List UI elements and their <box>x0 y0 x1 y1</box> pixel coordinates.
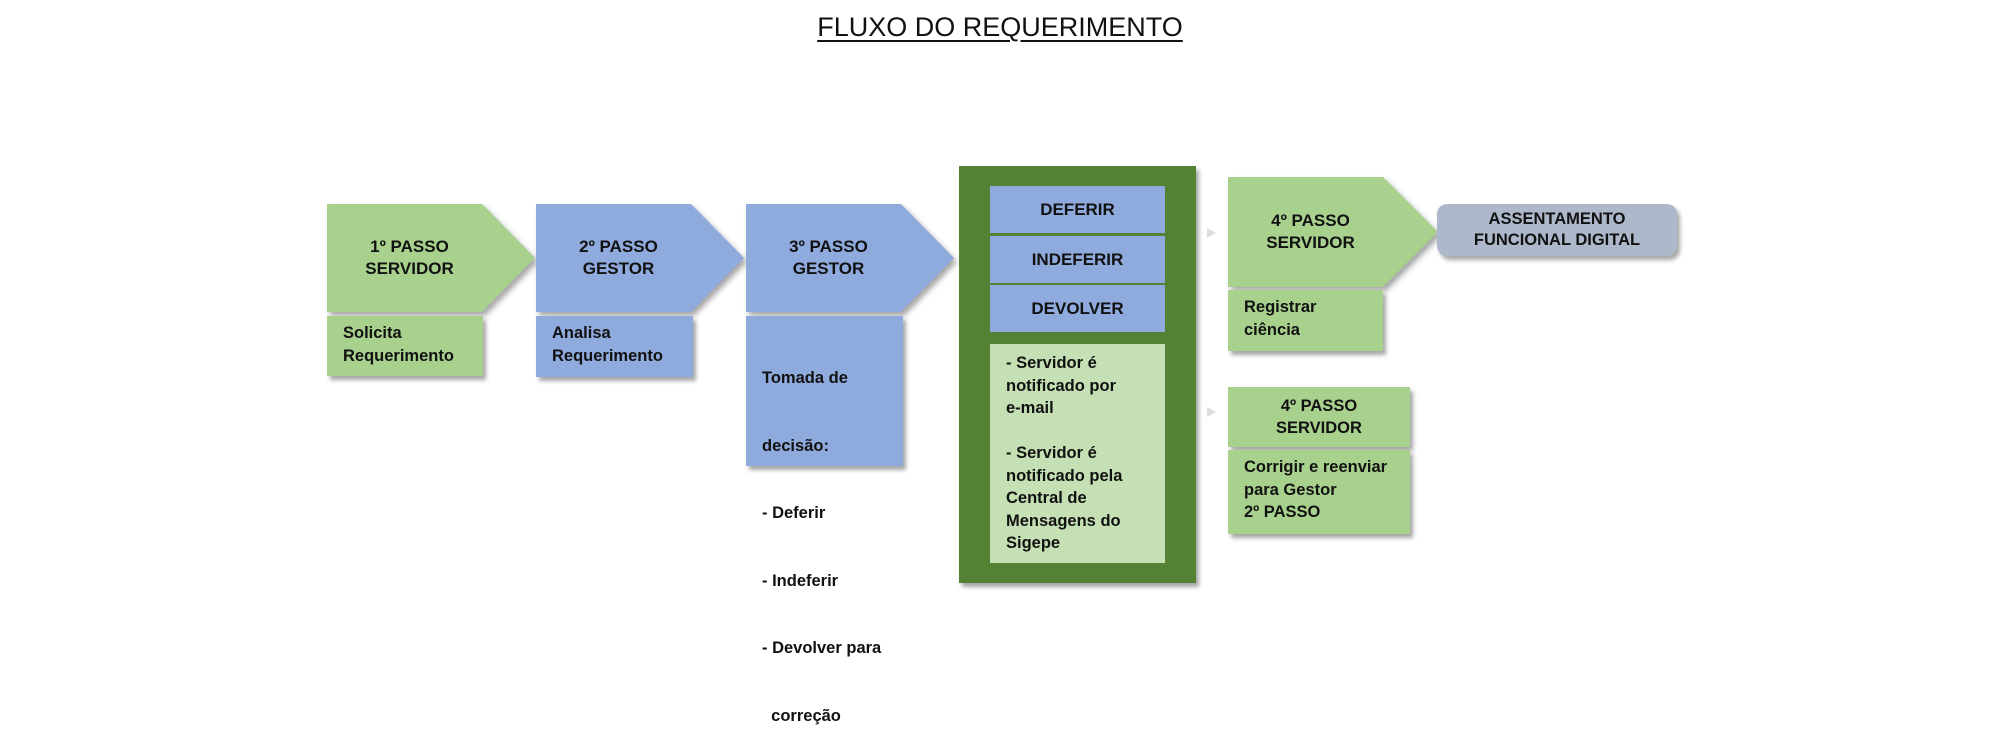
step3-description-line: Tomada de <box>762 369 848 387</box>
step1-description-line: Requerimento <box>343 346 454 365</box>
step1-label-line1: 1º PASSO <box>370 237 449 256</box>
step2-description-line: Analisa <box>552 324 611 342</box>
notification-line: - Servidor é <box>1006 444 1097 462</box>
step3-description-line: correção <box>762 706 841 725</box>
step3-label: 3º PASSO GESTOR <box>746 204 911 312</box>
step4-ciencia-label-line1: 4º PASSO <box>1271 211 1350 230</box>
step2-label-line2: GESTOR <box>582 259 655 278</box>
step1-label: 1º PASSO SERVIDOR <box>327 204 492 312</box>
arrowhead-step4-correcao <box>1207 407 1216 417</box>
step4-ciencia-chevron <box>1228 177 1438 287</box>
notification-line: - Servidor é <box>1006 354 1097 372</box>
option-deferir: DEFERIR <box>990 186 1165 233</box>
step4-correcao-description-line: para Gestor <box>1244 480 1337 499</box>
step2-chevron <box>536 204 744 312</box>
step4-ciencia-label: 4º PASSO SERVIDOR <box>1228 177 1393 287</box>
notification-line: Central de <box>1006 489 1087 507</box>
step4-correcao-description: Corrigir e reenviar para Gestor 2º PASSO <box>1228 450 1410 534</box>
notification-line: Sigepe <box>1006 534 1061 552</box>
step3-label-line1: 3º PASSO <box>789 237 868 256</box>
step3-description-line: - Devolver para <box>762 639 882 657</box>
step3-description-line: - Deferir <box>762 504 826 522</box>
step3-label-line2: GESTOR <box>792 259 865 278</box>
step2-description: Analisa Requerimento <box>536 316 693 377</box>
step3-description: Tomada de decisão: - Deferir - Indeferir… <box>746 316 903 725</box>
diagram-title: FLUXO DO REQUERIMENTO <box>817 12 1183 42</box>
final-line1: ASSENTAMENTO <box>1488 210 1626 228</box>
notification-box: - Servidor é notificado por e-mail - Ser… <box>990 344 1165 563</box>
step2-description-line: Requerimento <box>552 346 663 365</box>
step4-correcao-label: 4º PASSO SERVIDOR <box>1228 387 1410 447</box>
step2-label-line1: 2º PASSO <box>579 237 658 256</box>
step2-label: 2º PASSO GESTOR <box>536 204 701 312</box>
notification-line: Mensagens do <box>1006 511 1121 530</box>
notification-line: notificado por <box>1006 376 1116 395</box>
step4-correcao-label-line1: 4º PASSO <box>1280 397 1358 415</box>
step1-label-line2: SERVIDOR <box>365 259 454 278</box>
step4-ciencia-description-line: Registrar <box>1244 298 1317 316</box>
option-indeferir: INDEFERIR <box>990 236 1165 283</box>
step4-correcao-description-line: Corrigir e reenviar <box>1244 458 1388 476</box>
step1-description: Solicita Requerimento <box>327 316 483 376</box>
step3-description-line: decisão: <box>762 436 829 455</box>
step4-correcao-description-line: 2º PASSO <box>1244 503 1321 521</box>
step4-correcao-label-line2: SERVIDOR <box>1276 419 1362 437</box>
step3-description-line: - Indeferir <box>762 571 839 590</box>
arrowhead-step4-ciencia <box>1207 228 1216 238</box>
notification-line: notificado pela <box>1006 466 1123 485</box>
final-line2: FUNCIONAL DIGITAL <box>1473 231 1641 249</box>
step4-ciencia-label-line2: SERVIDOR <box>1266 233 1355 252</box>
step1-description-line: Solicita <box>343 324 402 342</box>
notification-line: e-mail <box>1006 399 1054 417</box>
step3-chevron <box>746 204 954 312</box>
step4-ciencia-description: Registrar ciência <box>1228 290 1383 351</box>
option-devolver: DEVOLVER <box>990 285 1165 332</box>
notification-spacer <box>1006 420 1149 443</box>
step4-ciencia-description-line: ciência <box>1244 320 1300 339</box>
final-assentamento-box: ASSENTAMENTO FUNCIONAL DIGITAL <box>1437 204 1677 256</box>
step1-chevron <box>327 204 535 312</box>
